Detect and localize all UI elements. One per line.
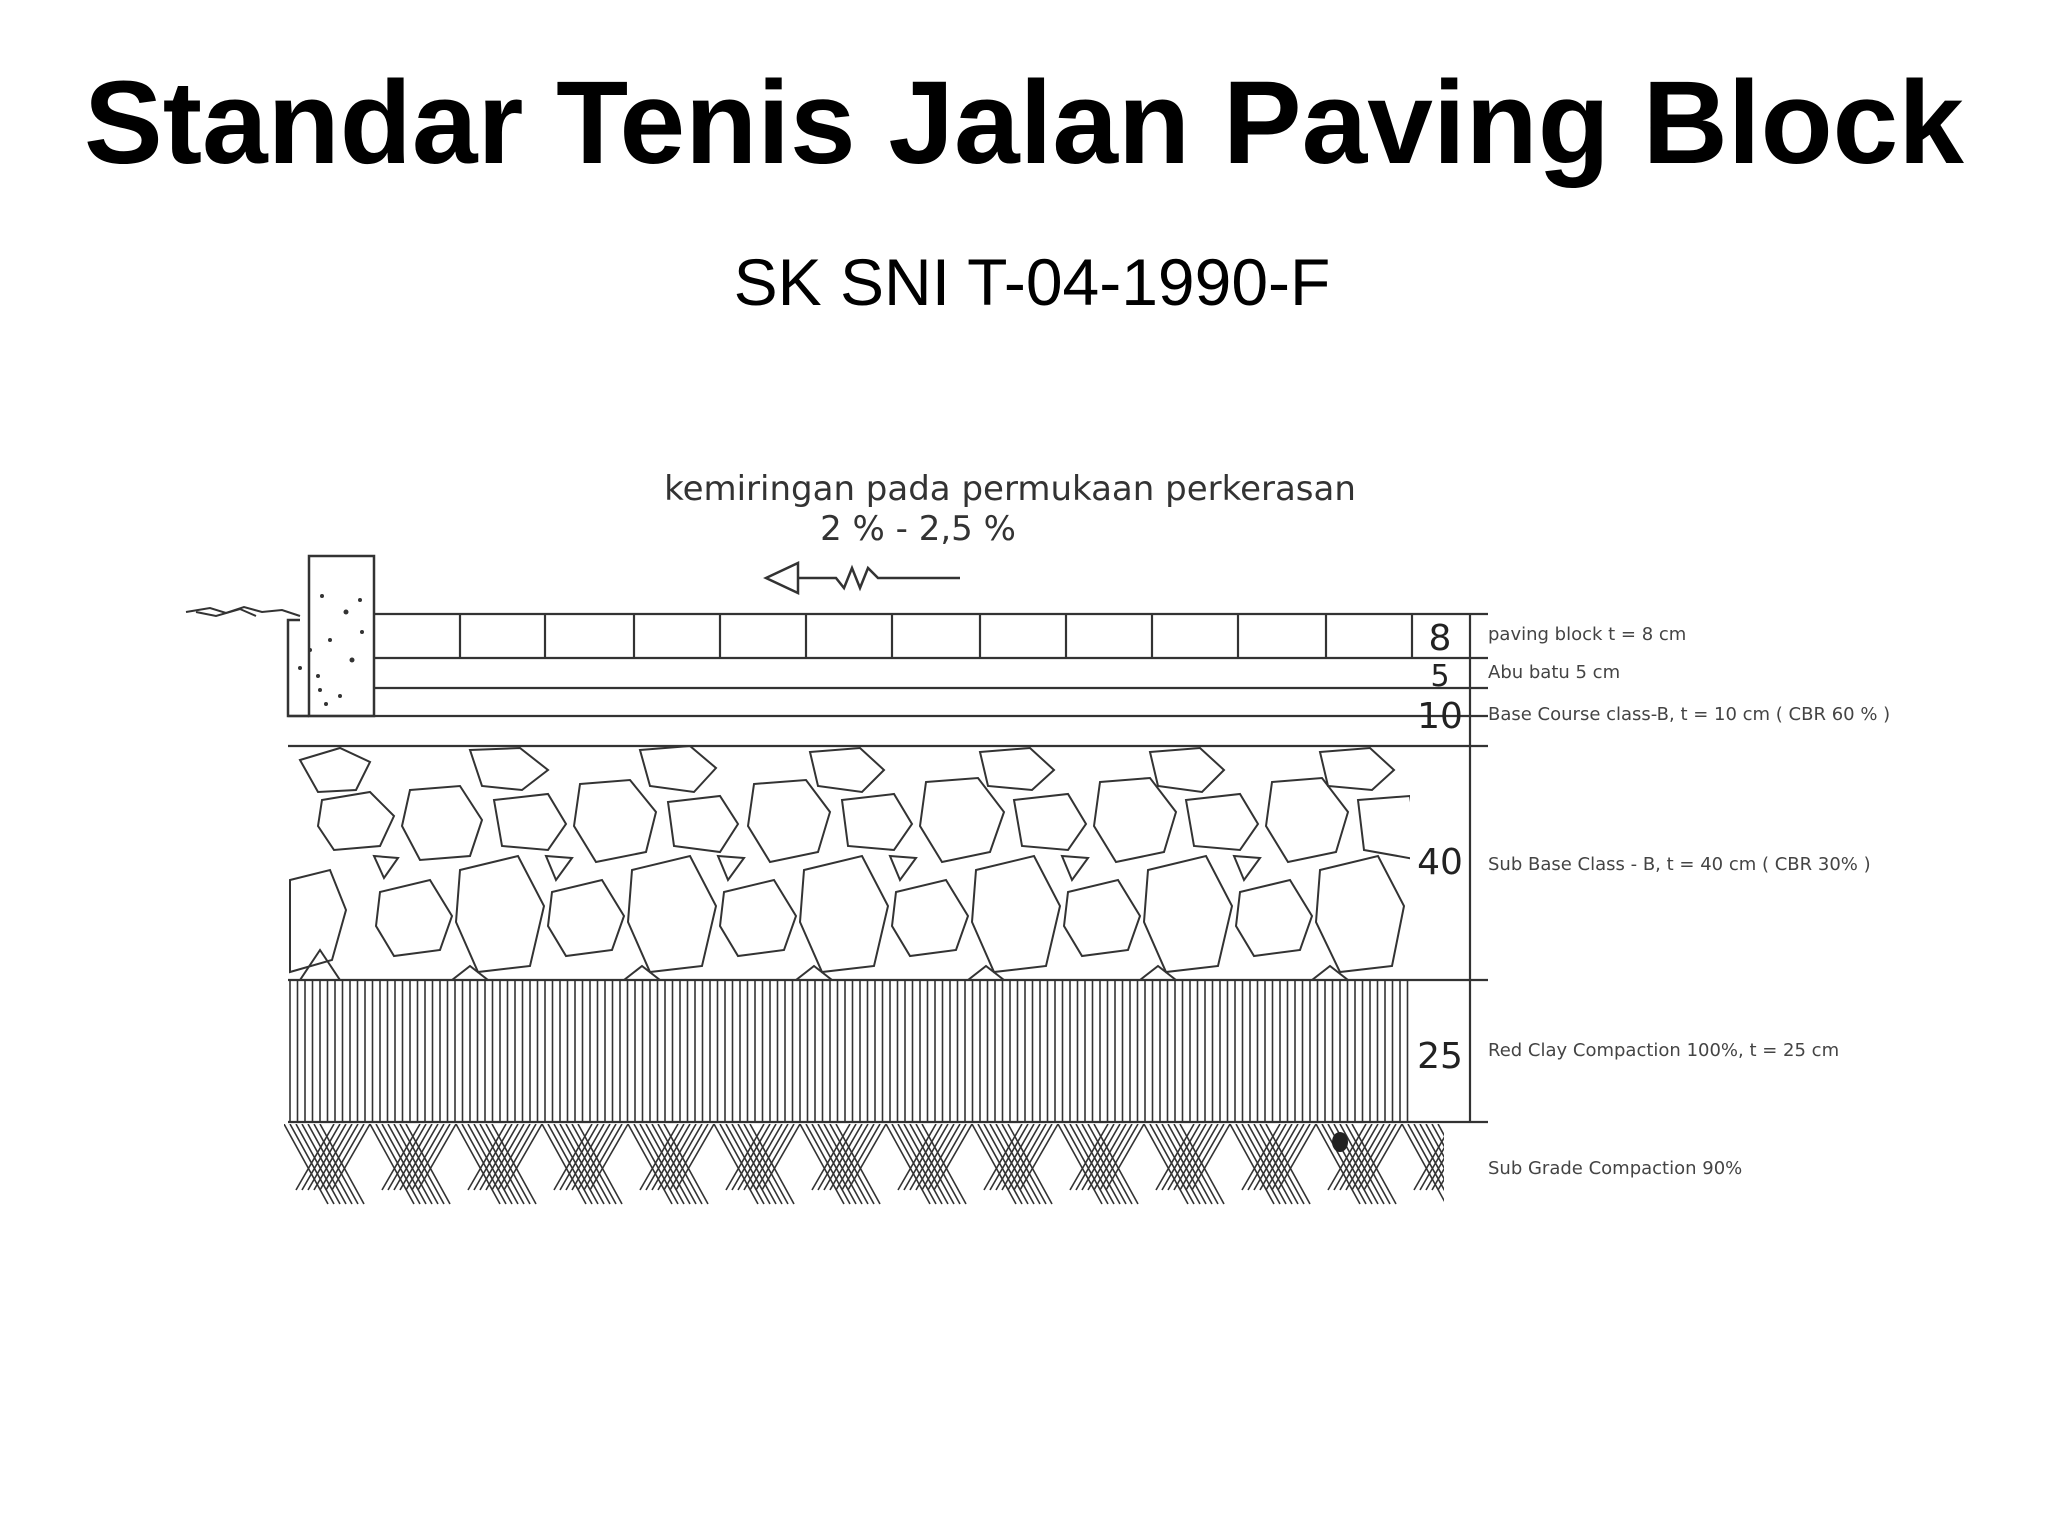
thickness-paving: 8 [1429, 618, 1452, 659]
thickness-abu-batu: 5 [1430, 659, 1449, 694]
desc-sub-grade: Sub Grade Compaction 90% [1488, 1158, 1742, 1179]
slope-arrow-icon [763, 561, 960, 595]
curb-kerb [286, 554, 376, 718]
paving-blocks [458, 614, 1414, 658]
subgrade-mark [1332, 1132, 1348, 1152]
slope-label: kemiringan pada permukaan perkerasan [664, 469, 1356, 509]
red-clay-hatch [289, 980, 1409, 1122]
sub-base-stones [289, 746, 1410, 980]
ground-line [185, 605, 301, 618]
sub-grade-hatch [284, 1124, 1444, 1205]
thickness-base-course: 10 [1417, 696, 1463, 737]
slide-title: Standar Tenis Jalan Paving Block [84, 57, 1964, 189]
desc-sub-base: Sub Base Class - B, t = 40 cm ( CBR 30% … [1488, 854, 1871, 875]
slide-subtitle: SK SNI T-04-1990-F [733, 245, 1331, 319]
thickness-red-clay: 25 [1417, 1036, 1463, 1077]
thickness-sub-base: 40 [1417, 842, 1463, 883]
desc-paving: paving block t = 8 cm [1488, 624, 1686, 645]
layer-boundaries [288, 612, 1488, 1124]
slope-value: 2 % - 2,5 % [820, 509, 1016, 549]
desc-base-course: Base Course class-B, t = 10 cm ( CBR 60 … [1488, 704, 1890, 725]
desc-red-clay: Red Clay Compaction 100%, t = 25 cm [1488, 1040, 1839, 1061]
curb-speckles [298, 594, 364, 706]
desc-abu-batu: Abu batu 5 cm [1488, 662, 1620, 683]
